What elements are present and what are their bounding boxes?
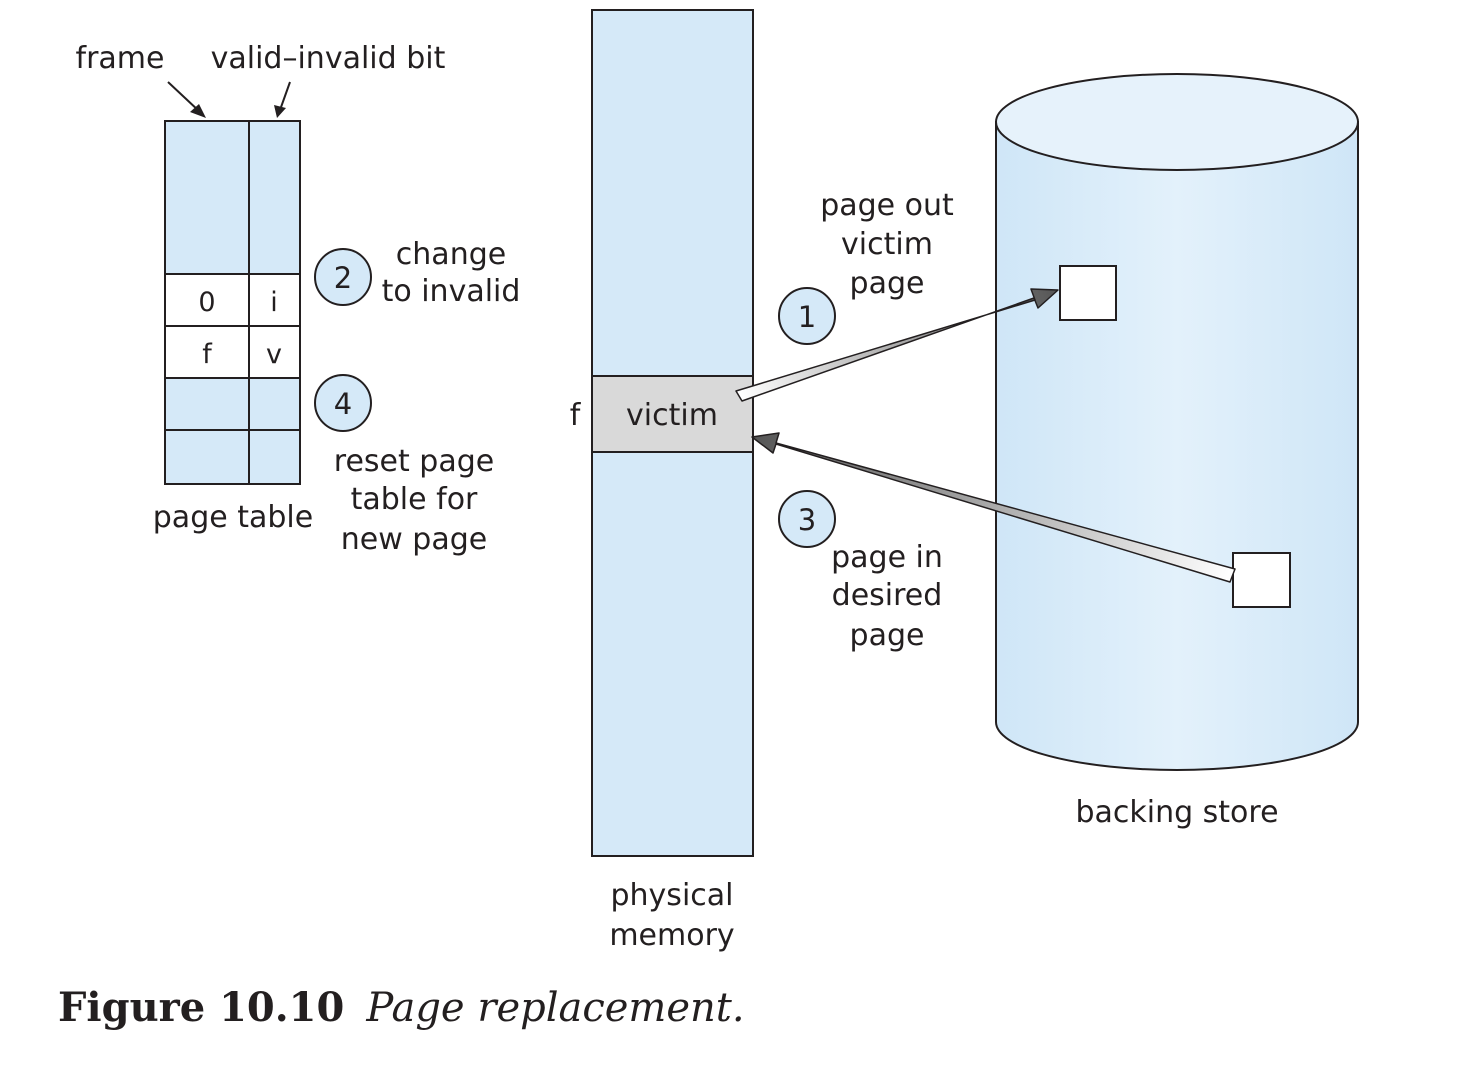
page-table-row-0-bit: i [270,287,278,318]
page-table-row-f-frame: f [202,339,213,370]
frame-f-label: f [570,398,582,433]
step-2-number: 2 [334,261,352,295]
backing-store-caption: backing store [1075,795,1278,830]
page-out-arrow [735,288,1059,402]
bit-pointer-arrow [274,81,291,118]
physical-memory: victim f physical memory [570,9,754,953]
step-2-line-1: change [396,237,506,272]
step-4-number: 4 [334,387,352,421]
step-3-number: 3 [798,503,816,537]
step-3: 3 page in desired page [778,490,943,653]
victim-label: victim [626,398,718,433]
backing-store-cylinder-top [995,73,1359,171]
step-1-line-1: page out [820,188,954,223]
step-2-line-2: to invalid [382,274,521,309]
step-3-badge [778,490,836,548]
step-2: 2 change to invalid [314,237,521,309]
figure-title: Page replacement. [366,985,745,1031]
step-3-line-3: page [850,618,925,653]
figure-caption: Figure 10.10 Page replacement. [58,984,745,1031]
step-3-line-1: page in [831,540,943,575]
backing-store: backing store [995,73,1359,830]
page-in-arrow [751,432,1236,583]
page-table-row-f-bit: v [266,339,282,370]
step-1-line-2: victim [841,227,933,262]
physical-memory-caption-line-2: memory [609,918,734,953]
step-4-badge [314,374,372,432]
figure-number: Figure 10.10 [58,984,345,1031]
step-3-line-2: desired [832,578,943,613]
valid-invalid-bit-label: valid–invalid bit [211,41,446,76]
step-4: 4 reset page table for new page [314,374,494,557]
page-table: 0 i f v frame valid–invalid bit page tab… [76,41,446,535]
step-1-number: 1 [798,300,816,334]
victim-page-on-disk [1059,265,1117,321]
page-table-caption: page table [153,500,313,535]
backing-store-cylinder-body [995,121,1359,771]
physical-memory-caption-line-1: physical [611,878,734,913]
step-4-line-1: reset page [334,444,494,479]
victim-frame [591,375,754,453]
step-1: 1 page out victim page [778,188,954,345]
step-4-line-3: new page [341,522,487,557]
desired-page-on-disk [1232,552,1291,608]
step-1-line-3: page [850,266,925,301]
step-4-line-2: table for [351,482,478,517]
page-table-row-0-frame: 0 [198,287,215,318]
step-2-badge [314,248,372,306]
step-1-badge [778,287,836,345]
frame-pointer-arrow [167,81,206,118]
frame-label: frame [76,41,165,76]
